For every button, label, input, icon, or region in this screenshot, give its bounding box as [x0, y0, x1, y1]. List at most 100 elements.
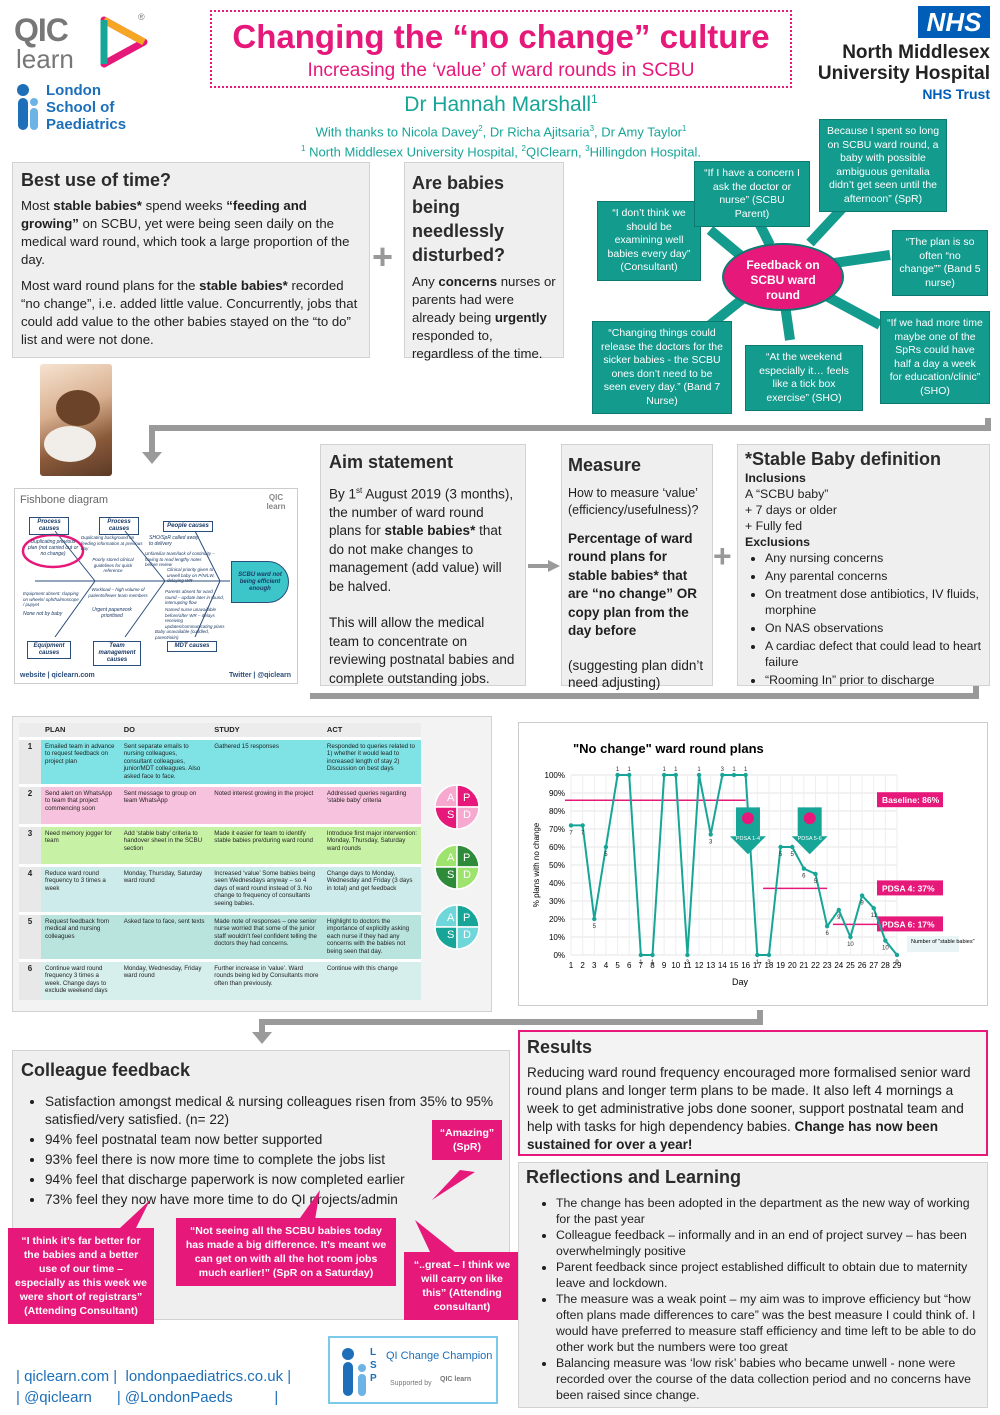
- aff-text: North Middlesex University Hospital,: [305, 144, 522, 160]
- colleague-item: 73% feel they now have more time to do Q…: [45, 1191, 499, 1209]
- data-point: [790, 844, 795, 850]
- x-tick-label: 20: [788, 961, 797, 970]
- reflections-list: The change has been adopted in the depar…: [526, 1195, 980, 1403]
- aim-panel: Aim statement By 1st August 2019 (3 mont…: [320, 444, 526, 686]
- x-tick-label: 6: [627, 961, 632, 970]
- cycle-letter: P: [463, 792, 470, 804]
- footer-link[interactable]: | @LondonPaeds: [116, 1389, 233, 1406]
- pdsa-cell: Request feedback from medical and nursin…: [41, 911, 120, 961]
- reflection-item: The measure was a weak point – my aim wa…: [556, 1291, 980, 1355]
- data-point: [638, 952, 644, 958]
- pdsa-cell: Increased ‘value’ Some babies being seen…: [210, 863, 323, 914]
- fish-cause: Equipment absent: clapping on wheels/ op…: [23, 591, 79, 607]
- pdsa-cycle-number: 5: [19, 911, 41, 961]
- x-tick-label: 1: [569, 961, 574, 970]
- fish-cause: Clinical priority given to unwell baby o…: [167, 567, 215, 583]
- baseline-label-bg: [877, 916, 943, 932]
- feedback-quote: “Changing things could release the docto…: [592, 321, 732, 414]
- text: Change has now been sustained for over a…: [527, 1119, 939, 1152]
- y-tick-label: 90%: [549, 789, 565, 798]
- data-point: [627, 772, 632, 778]
- measure-note: (suggesting plan didn’t need adjusting): [568, 657, 704, 691]
- pdsa-marker-label: PDSA 1-4: [736, 836, 760, 842]
- exclusion-item: “Rooming In” prior to discharge: [765, 672, 982, 688]
- pdsa-cell: Responded to queries related to 1) wheth…: [322, 736, 421, 786]
- data-point: [615, 772, 620, 778]
- x-tick-label: 28: [881, 961, 890, 970]
- count-label: 3: [709, 839, 713, 845]
- hospital-name: North Middlesex University Hospital NHS …: [796, 42, 990, 105]
- text: spend weeks: [141, 198, 227, 213]
- y-tick-label: 0%: [553, 951, 565, 960]
- data-point: [731, 772, 737, 778]
- fish-label: MDT causes: [167, 641, 217, 652]
- data-point: [836, 907, 841, 913]
- footer-link[interactable]: londonpaediatrics.co.uk |: [125, 1368, 292, 1385]
- x-tick-label: 26: [858, 961, 867, 970]
- colleague-list: Satisfaction amongst medical & nursing c…: [21, 1093, 499, 1209]
- count-legend-bg: [907, 936, 959, 952]
- x-tick-label: 10: [671, 961, 680, 970]
- x-tick-label: 9: [662, 961, 667, 970]
- feedback-center: Feedback on SCBU ward round: [722, 243, 844, 311]
- run-chart: "No change" ward round plans0%10%20%30%4…: [532, 741, 975, 987]
- fishbone-logo: QIC learn: [266, 493, 286, 511]
- x-tick-label: 12: [695, 961, 704, 970]
- fishbone-lines: [21, 530, 230, 638]
- count-label: 1: [697, 767, 701, 773]
- pdsa-cell: Change days to Monday, Wednesday and Fri…: [322, 863, 421, 914]
- pdsa-cycle-number: 1: [19, 736, 41, 786]
- baseline-label-bg: [877, 880, 943, 896]
- pdsa-cell: Monday, Thursday, Saturday ward round: [119, 863, 211, 914]
- text: recorded “no change”, i.e. added little …: [21, 278, 358, 347]
- plus-icon: +: [713, 538, 732, 574]
- results-title: Results: [527, 1037, 593, 1057]
- baseline-label-bg: [877, 792, 943, 808]
- x-tick-label: 23: [823, 961, 832, 970]
- quote-bubble: “..great – I think we will carry on like…: [404, 1252, 520, 1320]
- footer-link[interactable]: | @qiclearn: [16, 1389, 92, 1406]
- pdsa-cycle-number: 6: [19, 958, 41, 1001]
- pdsa-marker-icon: [803, 812, 816, 825]
- best-use-p2: Most ward round plans for the stable bab…: [21, 277, 361, 349]
- aff-sup: 1: [301, 144, 306, 154]
- feedback-quote: “At the weekend especially it… feels lik…: [745, 345, 863, 411]
- fish-cause: None not by baby: [23, 611, 63, 617]
- count-label: 1: [628, 767, 632, 773]
- reflection-item: The change has been adopted in the depar…: [556, 1195, 980, 1227]
- pdsa-cell: Made note of responses – one senior nurs…: [210, 911, 323, 961]
- y-tick-label: 10%: [549, 933, 565, 942]
- count-label: 1: [674, 767, 678, 773]
- x-tick-label: 27: [869, 961, 878, 970]
- champion-qic: QIC learn: [440, 1376, 472, 1383]
- fishbone-twitter: Twitter | @qiclearn: [229, 672, 291, 679]
- pdsa-header: DO: [119, 723, 211, 739]
- x-tick-label: 18: [764, 961, 773, 970]
- y-axis-label: % plans with no change: [532, 822, 541, 907]
- pdsa-header: [19, 723, 41, 739]
- lsp-logo: London School of Paediatrics: [14, 82, 154, 134]
- pdsa-cell: Sent separate emails to nursing colleagu…: [119, 736, 211, 786]
- pdsa-header: STUDY: [210, 723, 323, 739]
- pdsa-cell: Sent message to group on team WhatsApp: [119, 783, 211, 826]
- cycle-letter: A: [447, 912, 455, 924]
- footer-link[interactable]: | qiclearn.com |: [16, 1368, 118, 1385]
- count-label: 1: [756, 960, 760, 966]
- fishbone-panel: Fishbone diagram QIC learn SCBU ward not…: [14, 488, 298, 684]
- qiclearn-logo: QIC learn ®: [14, 12, 154, 74]
- champion-title: QI Change Champion: [386, 1350, 493, 1362]
- x-tick-label: 24: [834, 961, 843, 970]
- pdsa-cell: Introduce first major intervention: Mond…: [322, 823, 421, 866]
- measure-question: How to measure ‘value’ (efficiency/usefu…: [568, 485, 699, 518]
- feedback-quote: “If I have a concern I ask the doctor or…: [694, 161, 810, 227]
- hospital-trust: NHS Trust: [922, 86, 990, 102]
- pdsa-cell: Gathered 15 responses: [210, 736, 323, 786]
- count-label: 1: [662, 767, 666, 773]
- pdsa-cycle-number: 3: [19, 823, 41, 866]
- count-label: 9: [860, 901, 864, 907]
- flow-arrow: [252, 1010, 763, 1044]
- baseline-label: Baseline: 86%: [882, 795, 940, 805]
